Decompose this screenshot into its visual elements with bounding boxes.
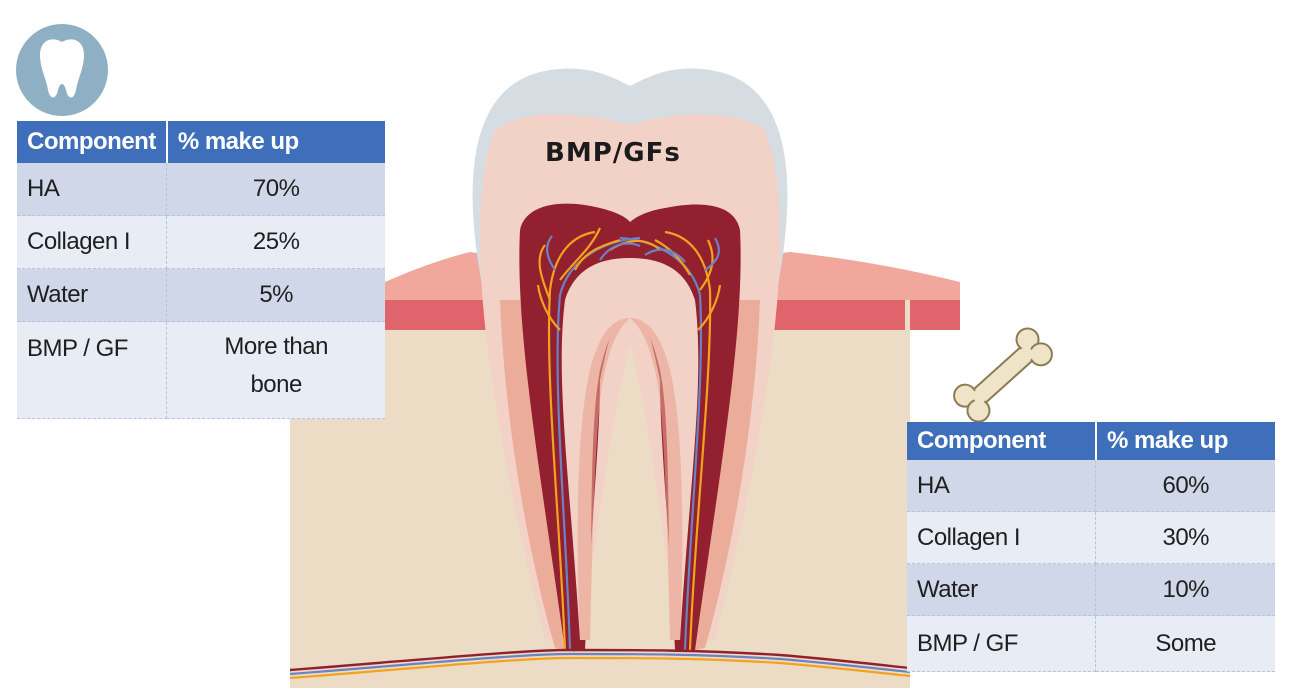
component-cell: HA <box>17 163 168 216</box>
header-component: Component <box>907 422 1097 460</box>
table-row: BMP / GF Some <box>907 615 1275 672</box>
value-cell: Some <box>1095 615 1275 672</box>
table-header-row: Component % make up <box>907 422 1275 460</box>
table-row: HA 60% <box>907 460 1275 512</box>
table-row: Water 10% <box>907 563 1275 616</box>
component-cell: Collagen I <box>907 511 1097 564</box>
bmp-gfs-label: BMP/GFs <box>545 138 681 168</box>
header-component: Component <box>17 121 168 163</box>
value-cell: 60% <box>1095 460 1275 512</box>
table-row: Collagen I 30% <box>907 511 1275 564</box>
value-cell: 10% <box>1095 563 1275 616</box>
tooth-inner-arch-shade <box>577 318 630 640</box>
bone-composition-table: Component % make up HA 60% Collagen I 30… <box>907 422 1275 672</box>
table-header-row: Component % make up <box>17 121 385 163</box>
gum-right <box>760 252 960 300</box>
component-cell: BMP / GF <box>17 321 168 419</box>
component-cell: BMP / GF <box>907 615 1097 672</box>
tooth-icon <box>16 24 108 116</box>
value-cell: More than bone <box>166 321 385 419</box>
header-percent: % make up <box>1095 422 1275 460</box>
gum-left <box>385 252 500 300</box>
header-percent: % make up <box>166 121 385 163</box>
value-cell: 5% <box>166 268 385 322</box>
table-row: Collagen I 25% <box>17 215 385 269</box>
bone-icon <box>953 327 1053 423</box>
component-cell: HA <box>907 460 1097 512</box>
value-cell: 70% <box>166 163 385 216</box>
component-cell: Water <box>17 268 168 322</box>
table-row: BMP / GF More than bone <box>17 321 385 419</box>
component-cell: Collagen I <box>17 215 168 269</box>
tooth-composition-table: Component % make up HA 70% Collagen I 25… <box>17 121 385 419</box>
value-cell: 25% <box>166 215 385 269</box>
value-cell: 30% <box>1095 511 1275 564</box>
table-row: Water 5% <box>17 268 385 322</box>
component-cell: Water <box>907 563 1097 616</box>
nerves-and-vessels <box>289 227 911 680</box>
tooth-inner-arch-shade-right <box>630 318 683 640</box>
table-row: HA 70% <box>17 163 385 216</box>
